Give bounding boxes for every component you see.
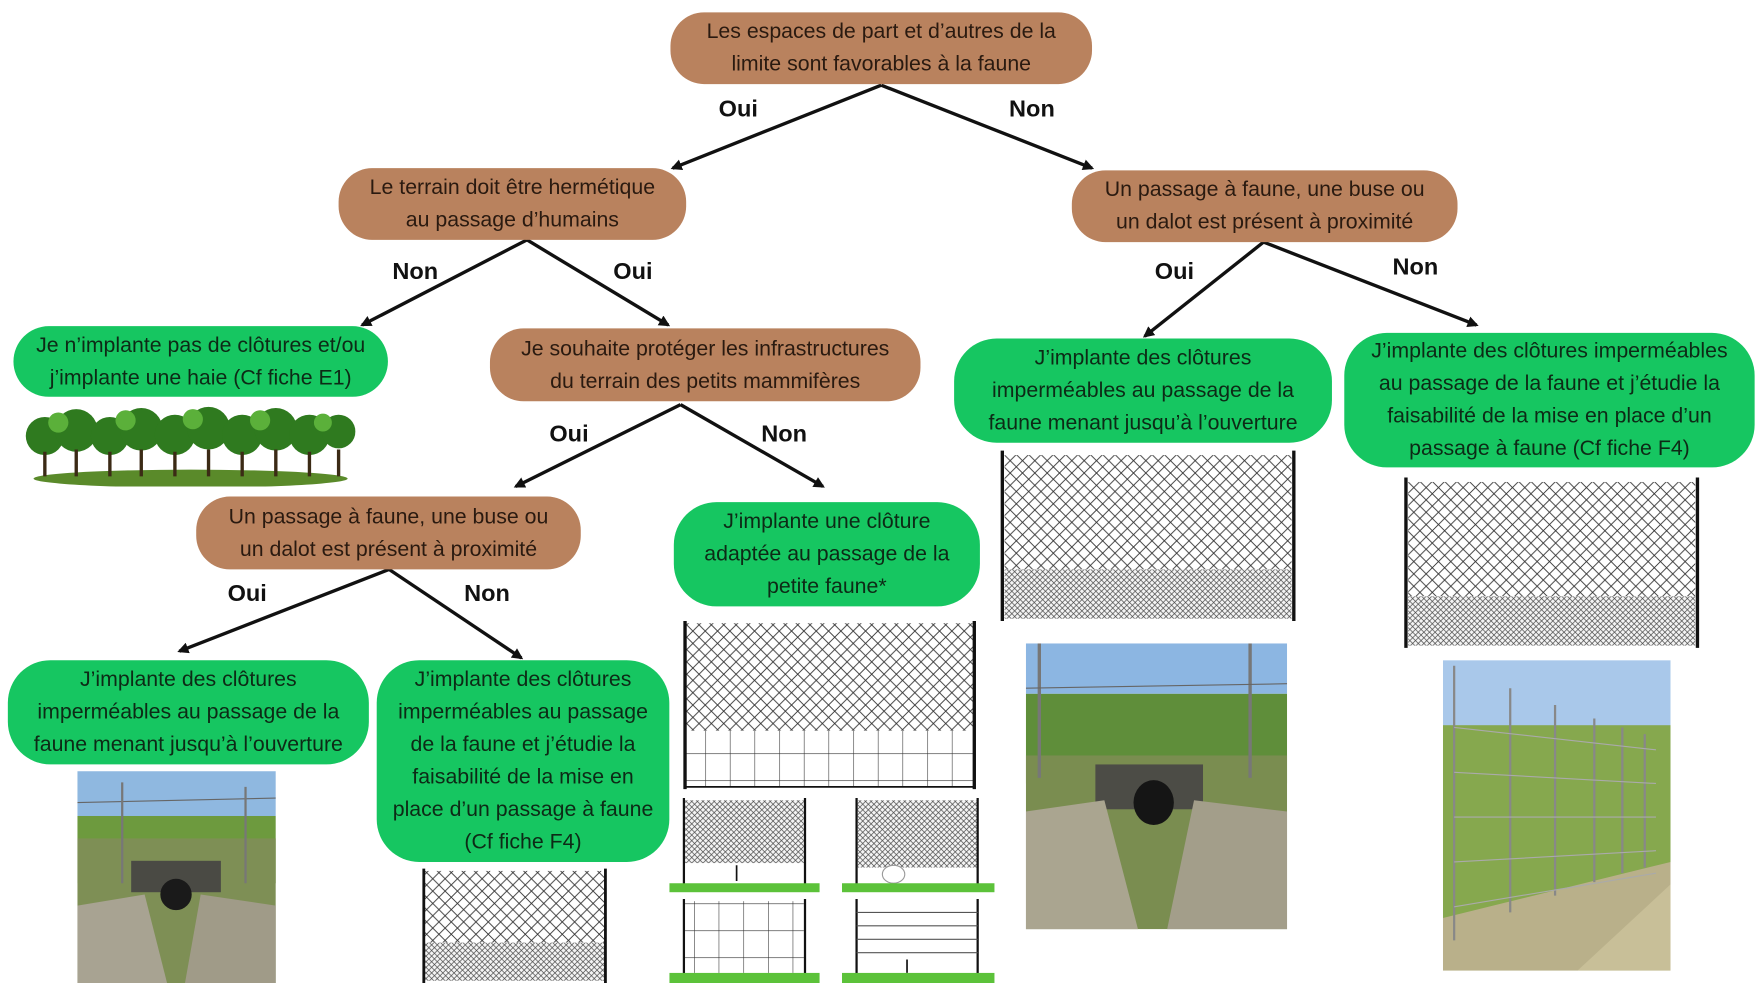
answer-pas-clotures: Je n’implante pas de clôtures et/ou j’im… — [13, 326, 388, 397]
arrow-infra-non — [679, 403, 825, 488]
arrow-left-non — [388, 568, 524, 660]
question-infrastructures: Je souhaite protéger les infrastructures… — [489, 328, 921, 402]
label-right-non: Non — [1392, 254, 1439, 281]
question-hermetique: Le terrain doit être hermétique au passa… — [338, 168, 687, 240]
answer-right-oui: J’implante des clôtures imperméables au … — [954, 338, 1332, 443]
fence-right-non — [1404, 477, 1700, 648]
fence-left-non — [422, 868, 607, 983]
label-right-oui: Oui — [1154, 258, 1195, 285]
arrow-left-oui — [177, 567, 390, 654]
photo-culvert-left — [77, 771, 276, 983]
arrow-herm-oui — [526, 238, 671, 327]
fence-right-oui — [1000, 450, 1296, 621]
arrow-right-non — [1262, 240, 1479, 328]
label-left-non: Non — [464, 580, 510, 607]
label-herm-oui: Oui — [613, 258, 653, 285]
arrow-root-oui — [670, 83, 882, 171]
label-herm-non: Non — [392, 258, 439, 285]
photo-culvert-right — [1025, 643, 1288, 930]
label-root-oui: Oui — [718, 96, 758, 123]
label-infra-non: Non — [761, 421, 808, 448]
answer-left-non: J’implante des clôtures imperméables au … — [376, 660, 670, 862]
arrow-infra-oui — [513, 403, 682, 488]
arrow-root-non — [880, 83, 1095, 171]
label-root-non: Non — [1009, 96, 1055, 123]
root-question: Les espaces de part et d’autres de la li… — [670, 12, 1093, 85]
hedge-illustration — [25, 406, 356, 487]
arrow-herm-non — [360, 238, 528, 327]
arrow-right-oui — [1142, 240, 1265, 338]
question-passage-left: Un passage à faune, une buse ou un dalot… — [196, 496, 581, 570]
answer-left-oui: J’implante des clôtures imperméables au … — [7, 660, 369, 765]
answer-petite-faune: J’implante une clôture adaptée au passag… — [673, 502, 980, 607]
fence-variants — [669, 798, 995, 983]
label-infra-oui: Oui — [549, 421, 589, 448]
photo-fence-field — [1442, 660, 1671, 971]
question-passage-right: Un passage à faune, une buse ou un dalot… — [1071, 170, 1458, 243]
label-left-oui: Oui — [227, 580, 267, 607]
fence-petite-faune — [683, 620, 976, 790]
answer-right-non: J’implante des clôtures imperméables au … — [1344, 332, 1755, 468]
